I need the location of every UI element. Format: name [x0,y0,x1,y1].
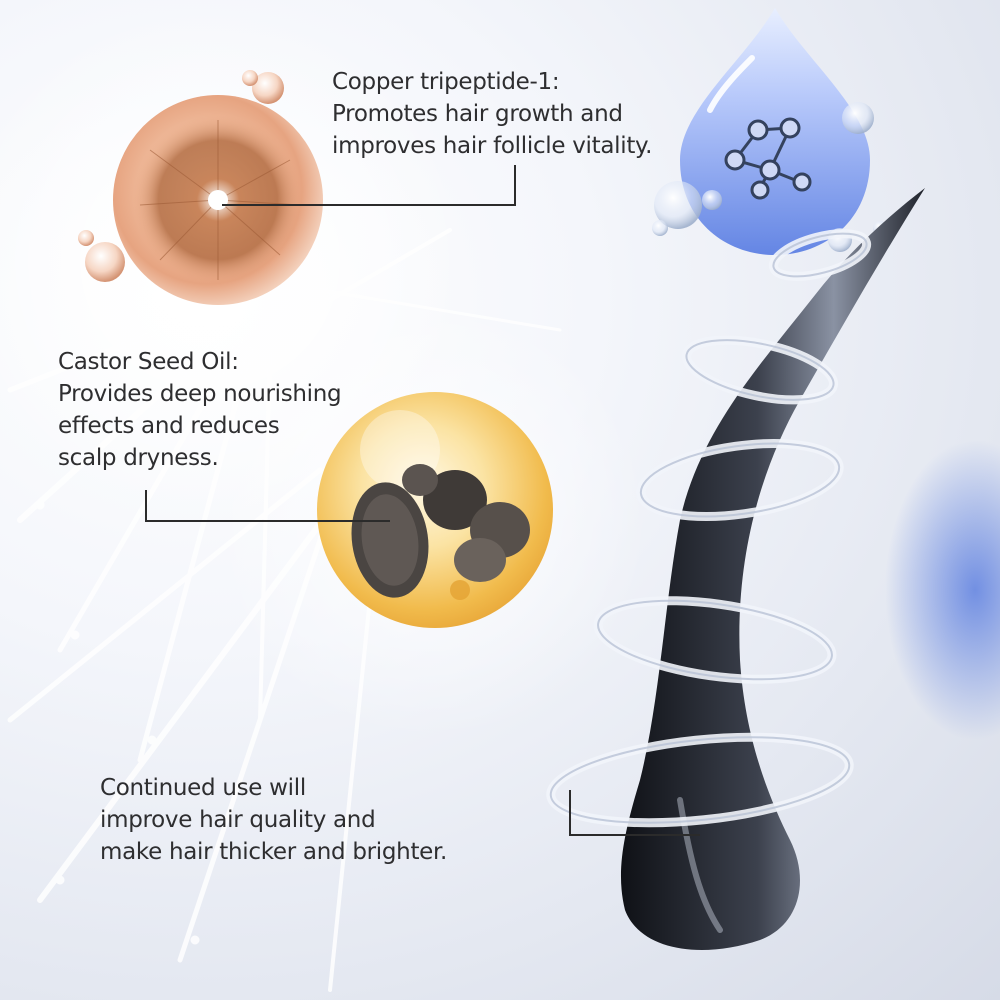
castor-caption-line-4: scalp dryness. [58,445,219,471]
continued-caption-line-1: Continued use will [100,775,306,801]
castor-caption-line-1: Castor Seed Oil: [58,349,239,375]
castor-oil-sphere [317,392,553,628]
leader-lines [145,165,700,836]
hair-strand-with-spiral [546,188,925,950]
continued-leader-line [569,790,700,836]
castor-seed-oil-caption: Castor Seed Oil: Provides deep nourishin… [58,346,342,474]
castor-seeds [351,464,530,598]
copper-caption-line-2: Promotes hair growth and [332,101,623,127]
light-rays [7,228,562,992]
copper-caption-line-1: Copper tripeptide-1: [332,69,560,95]
copper-caption-line-3: improves hair follicle vitality. [332,133,653,159]
molecule-water-drop [652,8,887,255]
continued-caption-line-2: improve hair quality and [100,807,376,833]
copper-tripeptide-caption: Copper tripeptide-1: Promotes hair growt… [332,66,652,162]
castor-caption-line-2: Provides deep nourishing [58,381,342,407]
continued-use-caption: Continued use will improve hair quality … [100,772,447,868]
copper-leader-line [222,165,516,206]
castor-caption-line-3: effects and reduces [58,413,280,439]
continued-caption-line-3: make hair thicker and brighter. [100,839,448,865]
castor-leader-line [145,490,390,522]
copper-sphere [78,70,323,305]
